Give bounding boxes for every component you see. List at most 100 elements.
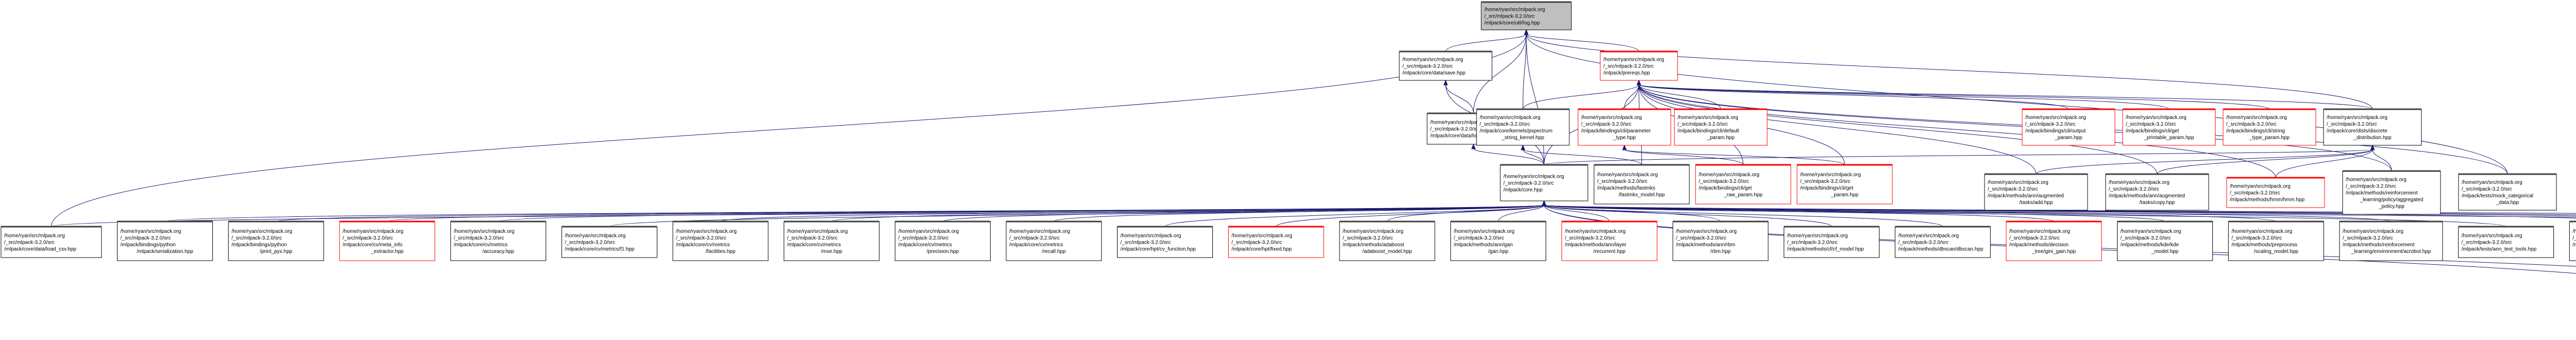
node-box [1672, 221, 1769, 261]
graph-node-meta-info[interactable]: /home/ryan/src/mlpack.org/_src/mlpack-3.… [339, 220, 435, 261]
graph-node-scaling-model[interactable]: /home/ryan/src/mlpack.org/_src/mlpack-3.… [2228, 220, 2324, 261]
edge-line [1638, 84, 2270, 110]
graph-node-mock-categorical[interactable]: /home/ryan/src/mlpack.org/_src/mlpack-3.… [2458, 173, 2557, 211]
node-label-line: /home/ryan/src/mlpack.org [1898, 233, 1959, 239]
graph-node-precision[interactable]: /home/ryan/src/mlpack.org/_src/mlpack-3.… [894, 220, 991, 261]
graph-node-ann-test-tools[interactable]: /home/ryan/src/mlpack.org/_src/mlpack-3.… [2458, 226, 2554, 258]
node-label-line: /_src/mlpack-3.2.0/src [121, 235, 171, 241]
node-label-line: /mlpack/methods/ann/rbm [1676, 242, 1735, 248]
dependency-edge [720, 200, 1547, 222]
graph-node-hmm[interactable]: /home/ryan/src/mlpack.org/_src/mlpack-3.… [2226, 177, 2325, 208]
node-label-line: /_src/mlpack-3.2.0/src [2121, 235, 2171, 241]
graph-node-save[interactable]: /home/ryan/src/mlpack.org/_src/mlpack-3.… [1399, 50, 1493, 81]
node-label-line: /print_pyx.hpp [260, 249, 292, 254]
node-label-line: /home/ryan/src/mlpack.org [676, 229, 737, 234]
graph-node-prereqs[interactable]: /home/ryan/src/mlpack.org/_src/mlpack-3.… [1600, 50, 1678, 81]
node-label-line: _learning/policy/aggregated [2360, 197, 2424, 203]
graph-node-load-csv[interactable]: /home/ryan/src/mlpack.org/_src/mlpack-3.… [1, 226, 102, 258]
node-label-line: /mlpack/methods/ann/layer [1565, 242, 1626, 248]
graph-node-kde-model[interactable]: /home/ryan/src/mlpack.org/_src/mlpack-3.… [2117, 220, 2213, 261]
node-box [2228, 221, 2324, 261]
node-label-line: /fastmks_model.hpp [1619, 192, 1665, 198]
node-box [894, 221, 991, 261]
node-box [228, 221, 324, 261]
node-label-line: /mlpack/methods/ann/augmented [1988, 193, 2064, 199]
graph-node-recurrent[interactable]: /home/ryan/src/mlpack.org/_src/mlpack-3.… [1561, 220, 1657, 261]
graph-node-mse[interactable]: /home/ryan/src/mlpack.org/_src/mlpack-3.… [784, 220, 880, 261]
node-box [1500, 164, 1588, 201]
graph-node-acrobot[interactable]: /home/ryan/src/mlpack.org/_src/mlpack-3.… [2339, 220, 2443, 261]
edge-line [1526, 33, 2508, 175]
node-label-line: /mlpack/serialization.hpp [137, 249, 193, 254]
graph-node-range-search-utils[interactable]: /home/ryan/src/mlpack.org/_src/mlpack-3.… [2569, 220, 2576, 261]
node-label-line: /_src/mlpack-3.2.0/src [2230, 191, 2280, 196]
graph-node-pspectrum[interactable]: /home/ryan/src/mlpack.org/_src/mlpack-3.… [1476, 108, 1570, 146]
node-label-line: _policy.hpp [2378, 204, 2404, 210]
graph-node-aug-copy[interactable]: /home/ryan/src/mlpack.org/_src/mlpack-3.… [2105, 173, 2209, 211]
graph-node-get-param[interactable]: /home/ryan/src/mlpack.org/_src/mlpack-3.… [1797, 164, 1893, 205]
graph-node-discrete-distribution[interactable]: /home/ryan/src/mlpack.org/_src/mlpack-3.… [2323, 108, 2422, 146]
graph-node-fixed[interactable]: /home/ryan/src/mlpack.org/_src/mlpack-3.… [1228, 226, 1324, 258]
node-box [2117, 221, 2213, 261]
node-label-line: /mlpack/core/util/log.hpp [1484, 21, 1540, 26]
node-box [784, 221, 880, 261]
node-box [1, 226, 102, 258]
graph-node-aggregated-policy[interactable]: /home/ryan/src/mlpack.org/_src/mlpack-3.… [2342, 170, 2441, 215]
node-label-line: /_src/mlpack-3.2.0/src [1231, 240, 1282, 246]
graph-node-gan[interactable]: /home/ryan/src/mlpack.org/_src/mlpack-3.… [1450, 220, 1547, 261]
graph-node-print-pyx[interactable]: /home/ryan/src/mlpack.org/_src/mlpack-3.… [228, 220, 324, 261]
graph-node-py-serialization[interactable]: /home/ryan/src/mlpack.org/_src/mlpack-3.… [117, 220, 213, 261]
graph-node-cf-model[interactable]: /home/ryan/src/mlpack.org/_src/mlpack-3.… [1784, 226, 1880, 258]
node-label-line: /_src/mlpack-3.2.0/src [1480, 122, 1530, 127]
graph-node-get-raw-param[interactable]: /home/ryan/src/mlpack.org/_src/mlpack-3.… [1695, 164, 1791, 205]
node-label-line: /mse.hpp [821, 249, 843, 254]
node-box [2105, 174, 2209, 211]
node-label-line: /home/ryan/src/mlpack.org [2226, 115, 2287, 121]
node-label-line: /home/ryan/src/mlpack.org [2462, 233, 2522, 239]
node-label-line: /recurrent.hpp [1594, 249, 1626, 254]
node-box [1006, 221, 1102, 261]
graph-node-get-printable-param[interactable]: /home/ryan/src/mlpack.org/_src/mlpack-3.… [2122, 108, 2216, 146]
node-label-line: /home/ryan/src/mlpack.org [898, 229, 959, 234]
node-label-line: _data.hpp [2496, 200, 2519, 206]
node-label-line: /home/ryan/src/mlpack.org [2327, 115, 2387, 121]
graph-node-recall[interactable]: /home/ryan/src/mlpack.org/_src/mlpack-3.… [1006, 220, 1102, 261]
node-label-line: /_src/mlpack-3.2.0/src [2343, 235, 2393, 241]
node-box [2022, 109, 2115, 146]
graph-node-accuracy[interactable]: /home/ryan/src/mlpack.org/_src/mlpack-3.… [450, 220, 547, 261]
dependency-edge [1520, 144, 1642, 165]
graph-node-facilities[interactable]: /home/ryan/src/mlpack.org/_src/mlpack-3.… [672, 220, 769, 261]
edge-line [1526, 33, 2373, 110]
node-label-line: /home/ryan/src/mlpack.org [1988, 180, 2048, 185]
node-label-line: /recall.hpp [1042, 249, 1066, 254]
graph-node-adaboost-model[interactable]: /home/ryan/src/mlpack.org/_src/mlpack-3.… [1339, 220, 1435, 261]
node-label-line: _printable_param.hpp [2143, 135, 2194, 141]
edge-line [2275, 149, 2373, 178]
node-label-line: /mlpack/core/cv/metrics [676, 242, 730, 248]
dependency-edge [1445, 29, 1529, 52]
graph-node-aug-add[interactable]: /home/ryan/src/mlpack.org/_src/mlpack-3.… [1984, 173, 2088, 211]
graph-node-core[interactable]: /home/ryan/src/mlpack.org/_src/mlpack-3.… [1500, 164, 1588, 201]
node-box [672, 221, 769, 261]
graph-node-fastmks-model[interactable]: /home/ryan/src/mlpack.org/_src/mlpack-3.… [1594, 164, 1690, 205]
node-box [1600, 51, 1678, 81]
graph-node-output-param[interactable]: /home/ryan/src/mlpack.org/_src/mlpack-3.… [2022, 108, 2115, 146]
dependency-edge [1498, 200, 1547, 222]
edge-line [498, 205, 1545, 222]
node-label-line: /_src/mlpack-3.2.0/src [1121, 240, 1171, 246]
node-label-line: /home/ryan/src/mlpack.org [1484, 7, 1545, 13]
node-label-line: _raw_param.hpp [1723, 192, 1762, 198]
graph-node-string-type-param[interactable]: /home/ryan/src/mlpack.org/_src/mlpack-3.… [2223, 108, 2316, 146]
node-label-line: /_src/mlpack-3.2.0/src [343, 235, 393, 241]
graph-node-dbscan[interactable]: /home/ryan/src/mlpack.org/_src/mlpack-3.… [1894, 226, 1991, 258]
node-label-line: /mlpack/methods/cf/cf_model.hpp [1787, 247, 1864, 252]
graph-node-default-param[interactable]: /home/ryan/src/mlpack.org/_src/mlpack-3.… [1674, 108, 1768, 146]
node-label-line: /_src/mlpack-3.2.0/src [2126, 122, 2176, 127]
graph-node-rbm[interactable]: /home/ryan/src/mlpack.org/_src/mlpack-3.… [1672, 220, 1769, 261]
node-box [1117, 226, 1213, 258]
graph-node-cv-function[interactable]: /home/ryan/src/mlpack.org/_src/mlpack-3.… [1117, 226, 1213, 258]
graph-node-parameter-type[interactable]: /home/ryan/src/mlpack.org/_src/mlpack-3.… [1578, 108, 1671, 146]
node-label-line: /mlpack/tests/main_tests [2572, 242, 2576, 248]
graph-node-gini-gain[interactable]: /home/ryan/src/mlpack.org/_src/mlpack-3.… [2006, 220, 2102, 261]
graph-node-f1[interactable]: /home/ryan/src/mlpack.org/_src/mlpack-3.… [561, 226, 657, 258]
